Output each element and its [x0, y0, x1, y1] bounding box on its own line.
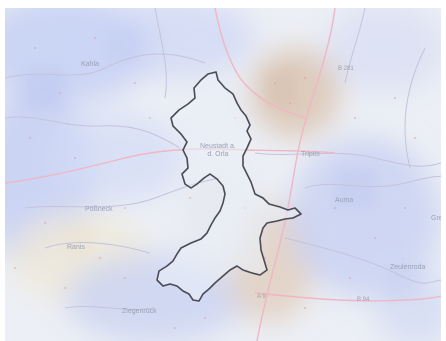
road-label-b281: B 281 — [338, 66, 354, 72]
place-label-possneck: Pößneck — [85, 206, 113, 213]
place-label-neustadt: Neustadt a. d. Orla — [200, 143, 236, 158]
road-label-a9: A 9 — [257, 294, 266, 300]
map-canvas — [5, 8, 441, 341]
settlement-dots — [14, 37, 416, 329]
place-label-greiz: Greiz — [431, 215, 441, 222]
road-b94 — [254, 292, 441, 302]
major-roads — [5, 8, 441, 341]
map-view[interactable]: Kahla Neustadt a. d. Orla Triptis Pößnec… — [5, 8, 441, 341]
minor-roads — [5, 8, 441, 310]
place-label-ranis: Ranis — [67, 244, 85, 251]
district-boundary — [156, 71, 302, 302]
place-label-triptis: Triptis — [301, 151, 320, 158]
place-label-kahla: Kahla — [81, 61, 99, 68]
place-label-zeulenroda: Zeulenroda — [390, 264, 426, 271]
place-label-ziegenrueck: Ziegenrück — [122, 308, 157, 315]
road-label-b94: B 94 — [357, 297, 370, 303]
road-b281 — [5, 148, 336, 184]
place-label-auma: Auma — [335, 197, 354, 204]
road-a9 — [256, 8, 336, 341]
